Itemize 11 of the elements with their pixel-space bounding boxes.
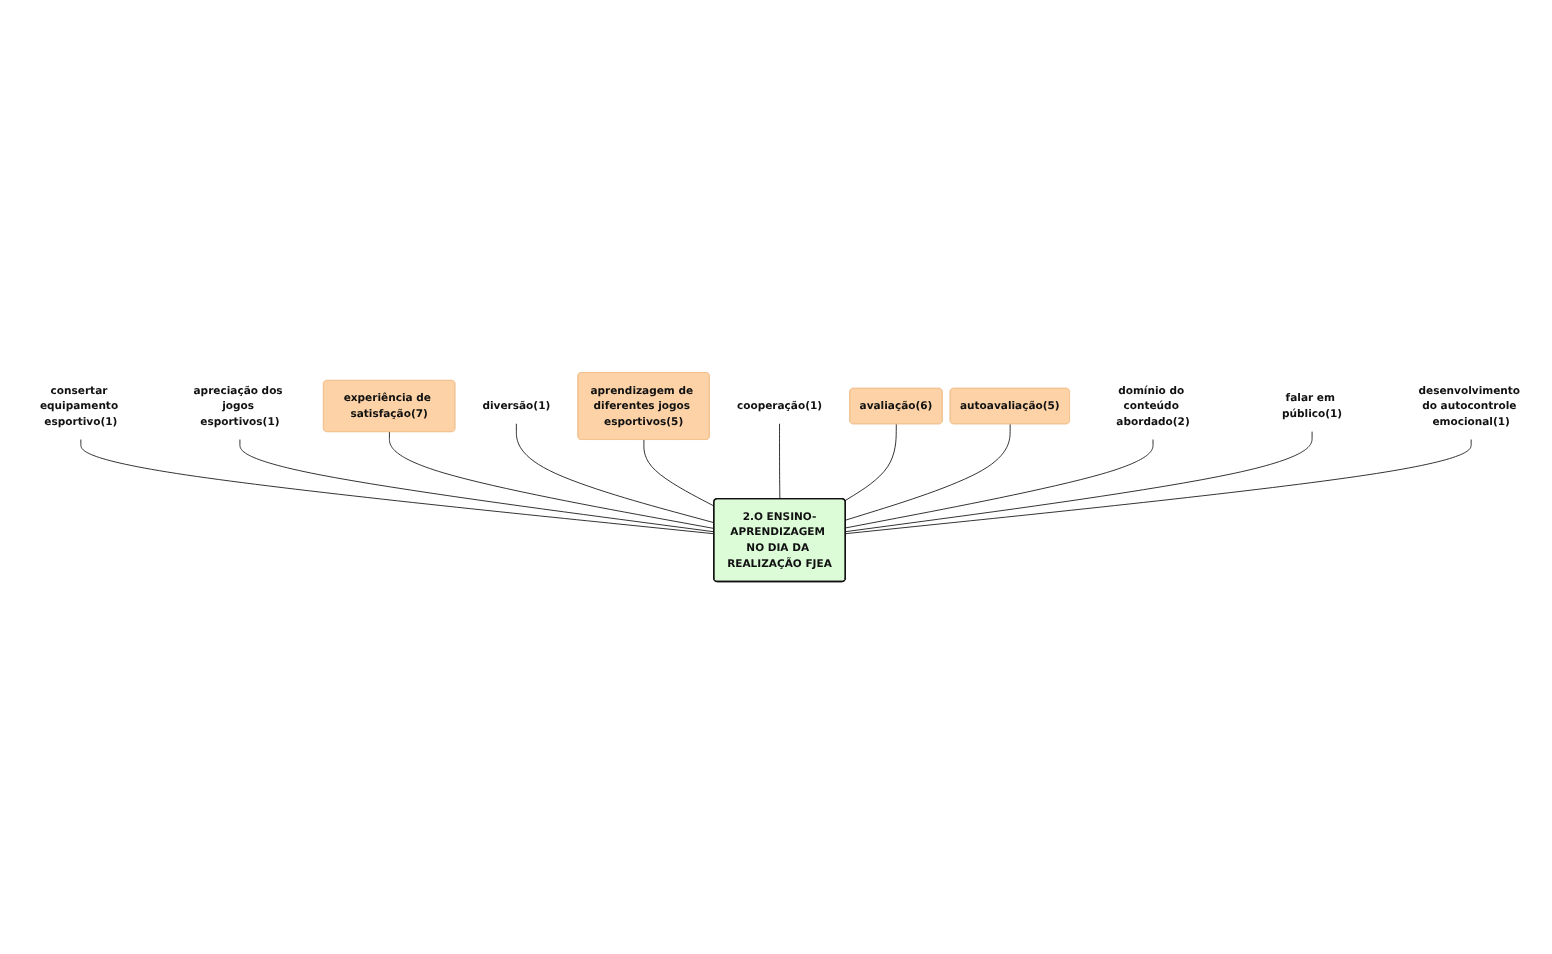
- connector: [844, 423, 897, 502]
- connector: [845, 431, 1313, 533]
- connector: [388, 431, 715, 529]
- connector: [845, 439, 1472, 535]
- connector: [515, 423, 715, 524]
- connector: [845, 423, 1011, 521]
- connector: [80, 439, 715, 535]
- connector: [779, 423, 781, 500]
- connector: [239, 439, 715, 533]
- connector: [643, 439, 715, 507]
- connector: [845, 439, 1154, 529]
